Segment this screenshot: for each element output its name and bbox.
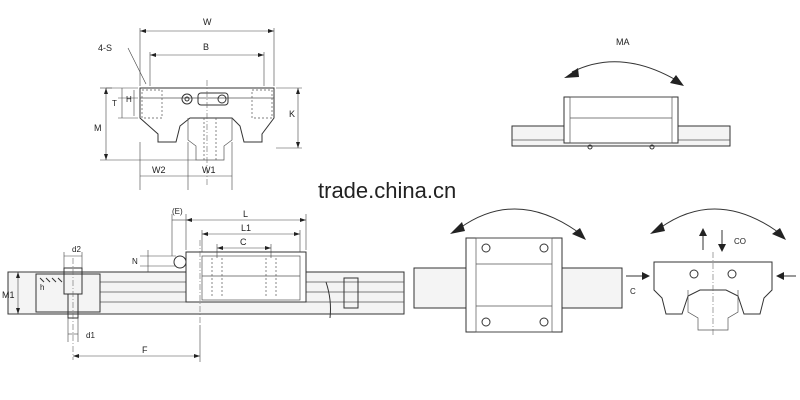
dim-h-label: h — [40, 283, 44, 292]
dim-t-label: T — [112, 99, 117, 108]
moment-ma-label: MA — [616, 37, 630, 47]
dim-m-label: M — [94, 123, 102, 133]
force-co-label: CO — [734, 237, 746, 246]
dim-w-label: W — [203, 17, 212, 27]
dim-k-label: K — [289, 109, 295, 119]
dim-d2-label: d2 — [72, 245, 81, 254]
dim-f-label: F — [142, 345, 148, 355]
dim-w1-label: W1 — [202, 165, 216, 175]
dim-m1-label: M1 — [2, 290, 15, 300]
dim-l-label: L — [243, 209, 248, 219]
holes-4s-label: 4-S — [98, 43, 112, 53]
dim-b-label: B — [203, 42, 209, 52]
dim-c-label: C — [240, 237, 247, 247]
watermark: trade.china.cn — [318, 178, 456, 203]
moment-ma-view: MA — [511, 37, 731, 150]
dim-h1-label: H — [126, 95, 132, 104]
dim-n-label: N — [132, 257, 138, 266]
force-c-label: C — [630, 287, 636, 296]
side-view: (E) L L1 C N d2 h M1 — [2, 207, 405, 362]
dim-e-label: (E) — [172, 207, 183, 216]
moment-top-view — [413, 208, 623, 333]
dim-d1-label: d1 — [86, 331, 95, 340]
dim-w2-label: W2 — [152, 165, 166, 175]
dim-l1-label: L1 — [241, 223, 251, 233]
force-view: CO C — [626, 208, 796, 336]
front-section-view: W B 4-S T H M K W2 — [94, 17, 302, 190]
